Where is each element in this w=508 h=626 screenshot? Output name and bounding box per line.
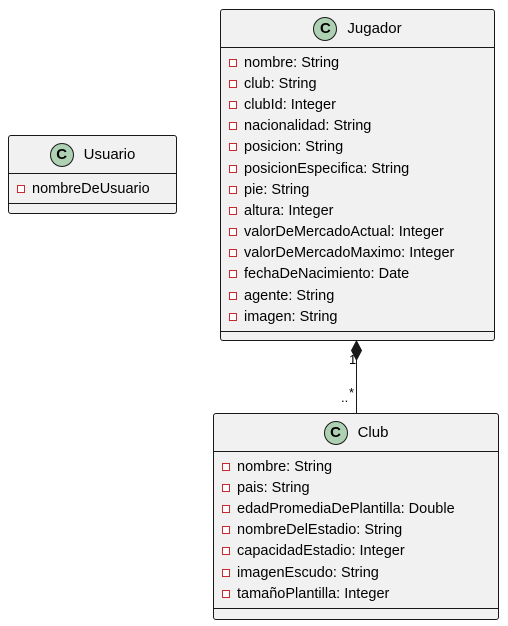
attribute-row: posicion: String: [221, 137, 494, 158]
private-visibility-icon: [222, 526, 230, 535]
class-usuario-header: C Usuario: [9, 136, 176, 174]
private-visibility-icon: [222, 568, 230, 577]
private-visibility-icon: [222, 462, 230, 471]
attribute-row: nacionalidad: String: [221, 116, 494, 137]
attribute-row: nombreDelEstadio: String: [214, 520, 498, 541]
multiplicity-source: 1: [349, 352, 357, 367]
class-c-icon: C: [49, 142, 74, 167]
attribute-row: valorDeMercadoActual: Integer: [221, 222, 494, 243]
private-visibility-icon: [229, 228, 237, 237]
attribute-text: nombre: String: [244, 54, 340, 71]
private-visibility-icon: [229, 206, 237, 215]
attribute-row: pais: String: [214, 477, 498, 498]
attribute-row: agente: String: [221, 285, 494, 306]
attribute-row: fechaDeNacimiento: Date: [221, 264, 494, 285]
attribute-text: imagenEscudo: String: [237, 564, 379, 581]
class-jugador-header: C Jugador: [221, 10, 494, 48]
attribute-text: altura: Integer: [244, 202, 334, 219]
attribute-row: capacidadEstadio: Integer: [214, 541, 498, 562]
attribute-text: clubId: Integer: [244, 96, 336, 113]
attribute-row: valorDeMercadoMaximo: Integer: [221, 243, 494, 264]
attribute-text: capacidadEstadio: Integer: [237, 543, 405, 560]
class-club-methods: [214, 609, 498, 617]
attribute-row: edadPromediaDePlantilla: Double: [214, 498, 498, 519]
class-usuario-attributes: nombreDeUsuario: [9, 174, 176, 205]
attribute-text: pais: String: [237, 479, 310, 496]
class-jugador-name: Jugador: [347, 20, 402, 37]
private-visibility-icon: [229, 312, 237, 321]
private-visibility-icon: [222, 589, 230, 598]
private-visibility-icon: [229, 249, 237, 258]
private-visibility-icon: [229, 185, 237, 194]
private-visibility-icon: [222, 547, 230, 556]
attribute-text: edadPromediaDePlantilla: Double: [237, 500, 455, 517]
attribute-text: posicionEspecifica: String: [244, 160, 410, 177]
attribute-text: valorDeMercadoMaximo: Integer: [244, 245, 455, 262]
attribute-text: posicion: String: [244, 139, 344, 156]
private-visibility-icon: [222, 504, 230, 513]
private-visibility-icon: [229, 58, 237, 67]
private-visibility-icon: [229, 143, 237, 152]
private-visibility-icon: [229, 79, 237, 88]
attribute-text: fechaDeNacimiento: Date: [244, 266, 410, 283]
attribute-text: nombreDelEstadio: String: [237, 522, 403, 539]
private-visibility-icon: [229, 122, 237, 131]
private-visibility-icon: [222, 483, 230, 492]
attribute-text: tamañoPlantilla: Integer: [237, 585, 390, 602]
attribute-row: pie: String: [221, 179, 494, 200]
attribute-text: club: String: [244, 75, 317, 92]
attribute-row: tamañoPlantilla: Integer: [214, 583, 498, 604]
attribute-row: clubId: Integer: [221, 94, 494, 115]
class-usuario-name: Usuario: [83, 146, 136, 163]
private-visibility-icon: [229, 270, 237, 279]
class-club-header: C Club: [214, 414, 498, 452]
multiplicity-target: *: [349, 385, 355, 400]
attribute-text: pie: String: [244, 181, 310, 198]
private-visibility-icon: [229, 291, 237, 300]
attribute-text: nacionalidad: String: [244, 118, 372, 135]
attribute-text: nombreDeUsuario: [32, 180, 150, 197]
attribute-row: nombre: String: [221, 52, 494, 73]
class-club-attributes: nombre: String pais: String edadPromedia…: [214, 452, 498, 610]
composition-diamond-icon: [350, 339, 363, 362]
attribute-row: nombre: String: [214, 456, 498, 477]
class-jugador: C Jugador nombre: String club: String cl…: [220, 9, 495, 341]
attribute-text: valorDeMercadoActual: Integer: [244, 224, 444, 241]
class-usuario: C Usuario nombreDeUsuario: [8, 135, 177, 214]
class-jugador-attributes: nombre: String club: String clubId: Inte…: [221, 48, 494, 333]
attribute-row: nombreDeUsuario: [9, 178, 176, 199]
private-visibility-icon: [229, 164, 237, 173]
class-club: C Club nombre: String pais: String edadP…: [213, 413, 499, 620]
class-c-icon: C: [313, 16, 338, 41]
attribute-row: posicionEspecifica: String: [221, 158, 494, 179]
attribute-row: altura: Integer: [221, 200, 494, 221]
private-visibility-icon: [17, 184, 25, 193]
multiplicity-target-prefix: ..: [341, 390, 349, 405]
class-club-name: Club: [357, 424, 389, 441]
attribute-row: club: String: [221, 73, 494, 94]
private-visibility-icon: [229, 100, 237, 109]
attribute-text: nombre: String: [237, 458, 333, 475]
attribute-row: imagen: String: [221, 306, 494, 327]
attribute-text: agente: String: [244, 287, 335, 304]
attribute-text: imagen: String: [244, 308, 338, 325]
attribute-row: imagenEscudo: String: [214, 562, 498, 583]
class-c-icon: C: [323, 420, 348, 445]
